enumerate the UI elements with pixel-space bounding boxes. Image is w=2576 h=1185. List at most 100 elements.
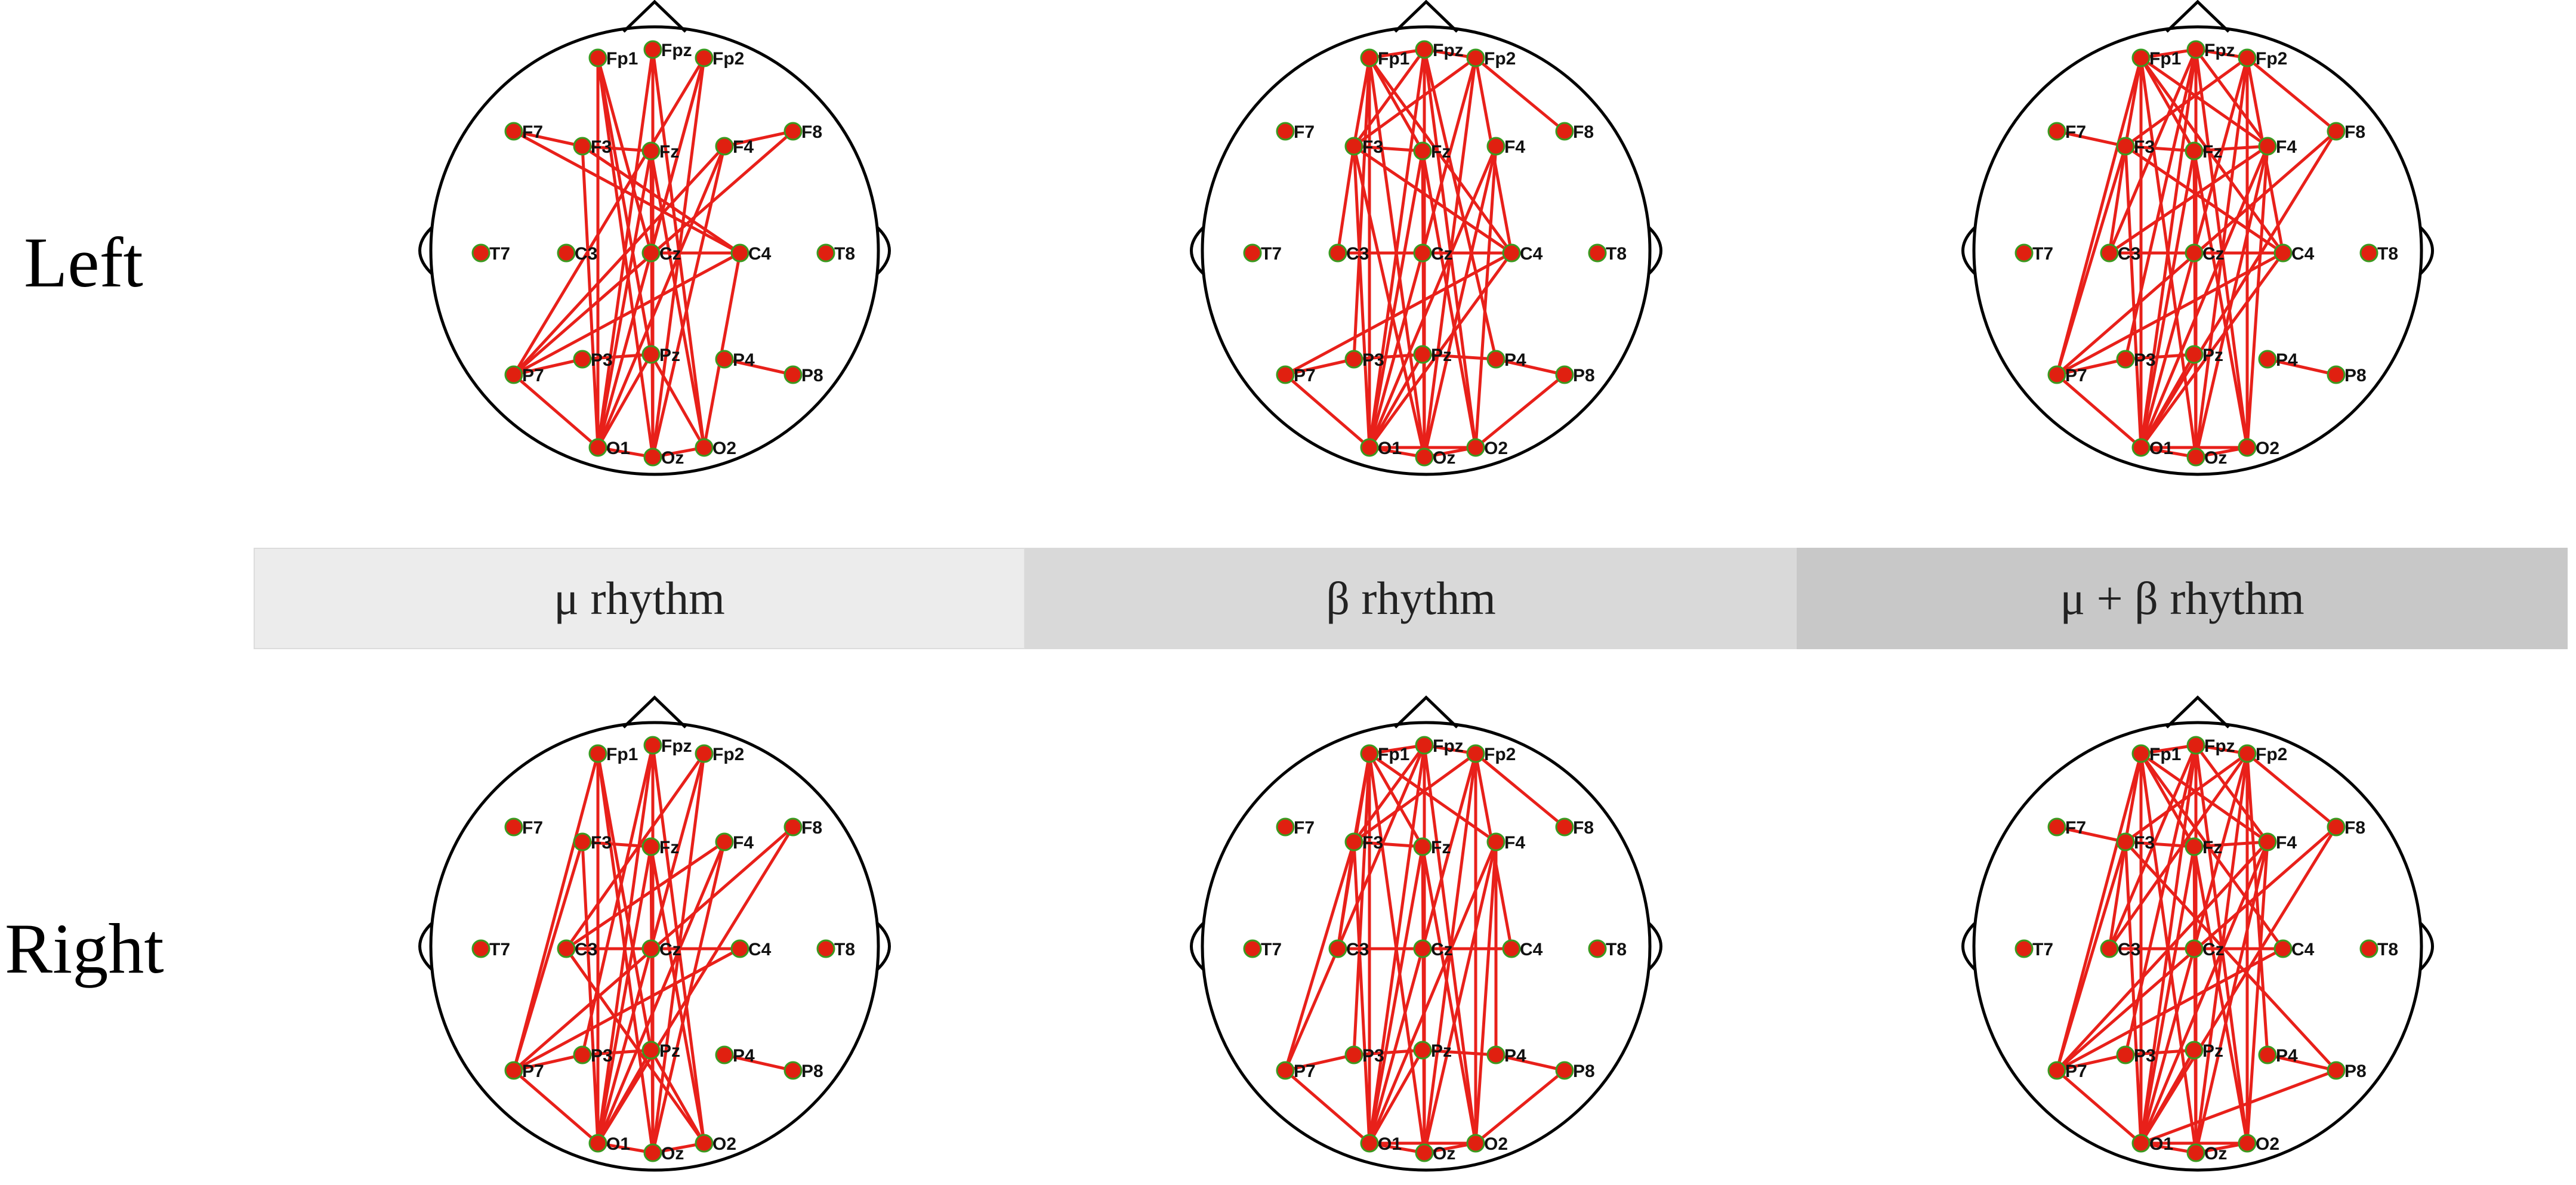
connection-F4-Oz bbox=[651, 144, 726, 459]
connection-F3-Fz bbox=[2124, 840, 2196, 848]
electrode-label-P8: P8 bbox=[2344, 366, 2367, 385]
electrode-F8 bbox=[1555, 817, 1574, 837]
connection-Fpz-P3 bbox=[581, 743, 655, 1057]
electrode-T8 bbox=[816, 243, 835, 263]
electrode-P3 bbox=[573, 1045, 592, 1064]
electrode-label-O2: O2 bbox=[1484, 1134, 1508, 1154]
electrode-Pz bbox=[2185, 345, 2204, 364]
connection-P7-P3 bbox=[512, 357, 584, 377]
connection-F3-O1 bbox=[1352, 144, 1371, 449]
electrode-label-F7: F7 bbox=[522, 818, 543, 838]
connection-C4-P7 bbox=[1284, 251, 1513, 377]
electrode-label-P3: P3 bbox=[1362, 350, 1384, 370]
electrode-F7 bbox=[1276, 122, 1295, 141]
electrode-T7 bbox=[471, 939, 490, 958]
electrode-O1 bbox=[1360, 438, 1379, 457]
electrode-label-T8: T8 bbox=[2377, 940, 2398, 959]
connection-Pz-O1 bbox=[596, 1048, 653, 1145]
nose-outline bbox=[2165, 0, 2230, 33]
electrode-label-Fp1: Fp1 bbox=[1378, 745, 1409, 764]
electrode-Fp2 bbox=[695, 48, 714, 67]
electrode-P7 bbox=[504, 1061, 523, 1080]
connection-Fpz-F3 bbox=[1352, 48, 1426, 148]
electrode-label-T7: T7 bbox=[489, 244, 510, 264]
electrode-F3 bbox=[2116, 137, 2135, 156]
connection-Fpz-F3 bbox=[1352, 743, 1426, 844]
electrode-label-P8: P8 bbox=[801, 366, 823, 385]
electrode-C4 bbox=[1502, 939, 1521, 958]
electrode-label-Cz: Cz bbox=[2202, 940, 2225, 959]
electrode-label-P7: P7 bbox=[2065, 1061, 2087, 1081]
connection-Fp1-P7 bbox=[2055, 56, 2143, 377]
connection-F4-C3 bbox=[564, 840, 726, 951]
electrode-label-F8: F8 bbox=[2344, 122, 2365, 142]
electrode-T7 bbox=[2014, 243, 2034, 263]
band-label-mu-rhythm: μ rhythm bbox=[254, 548, 1025, 649]
electrode-label-P4: P4 bbox=[733, 1046, 755, 1066]
electrode-C3 bbox=[1328, 243, 1347, 263]
connection-P3-Pz bbox=[2124, 1048, 2196, 1057]
electrode-label-Fz: Fz bbox=[1431, 142, 1451, 162]
connection-Fp2-C3 bbox=[2108, 752, 2249, 951]
connection-Fp1-Cz bbox=[596, 56, 653, 255]
connection-P4-P8 bbox=[1494, 1053, 1566, 1072]
connection-F4-O2 bbox=[2245, 840, 2269, 1145]
connection-C4-O1 bbox=[2139, 251, 2285, 449]
connection-Fp1-Fpz bbox=[1368, 48, 1426, 60]
electrode-F7 bbox=[2047, 817, 2066, 837]
electrode-label-P4: P4 bbox=[1504, 350, 1526, 370]
electrode-label-P3: P3 bbox=[2134, 350, 2156, 370]
electrode-P4 bbox=[2258, 1045, 2277, 1064]
electrode-label-F8: F8 bbox=[1573, 122, 1594, 142]
connection-Fp2-F3 bbox=[1352, 752, 1477, 844]
connection-Fz-O2 bbox=[649, 149, 706, 449]
electrode-label-Fz: Fz bbox=[2202, 838, 2222, 857]
connection-Fz-O1 bbox=[1368, 845, 1424, 1145]
electrode-Fp2 bbox=[695, 744, 714, 763]
electrode-label-C3: C3 bbox=[575, 244, 597, 264]
connection-Pz-O1 bbox=[1368, 353, 1424, 449]
nose-outline bbox=[1394, 0, 1458, 33]
row-label-left: Left bbox=[24, 223, 143, 302]
connection-F4-Oz bbox=[1423, 144, 1498, 459]
connection-F3-C3 bbox=[1336, 144, 1356, 255]
connection-P4-P8 bbox=[723, 1053, 795, 1072]
electrode-P3 bbox=[2116, 350, 2135, 369]
connection-Fz-F4 bbox=[2192, 840, 2269, 848]
electrode-label-T8: T8 bbox=[834, 940, 855, 959]
connection-P4-P8 bbox=[2266, 357, 2338, 377]
electrode-label-Cz: Cz bbox=[2202, 244, 2225, 264]
electrode-T7 bbox=[1243, 939, 1262, 958]
electrode-label-Fp2: Fp2 bbox=[2256, 49, 2287, 69]
electrode-label-O2: O2 bbox=[2256, 439, 2279, 458]
connection-C4-P7 bbox=[2055, 947, 2285, 1072]
electrode-label-Fp2: Fp2 bbox=[1484, 49, 1516, 69]
electrode-label-Fpz: Fpz bbox=[2204, 41, 2235, 60]
connection-F4-O2 bbox=[1474, 144, 1498, 449]
electrode-Pz bbox=[641, 1041, 661, 1060]
connection-O2-C3 bbox=[564, 947, 706, 1145]
connection-P8-O1 bbox=[2139, 1069, 2338, 1145]
connection-Fpz-O1 bbox=[596, 48, 655, 449]
electrode-label-Fz: Fz bbox=[2202, 142, 2222, 162]
connection-Fp2-P4 bbox=[2245, 752, 2269, 1057]
electrode-label-O2: O2 bbox=[1484, 439, 1508, 458]
electrode-Fpz bbox=[2186, 40, 2205, 59]
electrode-Fp1 bbox=[588, 744, 607, 763]
electrode-label-Pz: Pz bbox=[2202, 1041, 2223, 1061]
connection-P3-Pz bbox=[2124, 353, 2196, 361]
electrode-O2 bbox=[1466, 438, 1485, 457]
connection-F7-C4 bbox=[512, 129, 742, 255]
connection-P3-Pz bbox=[581, 353, 653, 361]
electrode-label-P4: P4 bbox=[2276, 350, 2298, 370]
connection-Fp2-F3 bbox=[2124, 752, 2249, 844]
connection-Pz-O1 bbox=[1368, 1048, 1424, 1145]
electrode-Fpz bbox=[643, 736, 662, 755]
electrode-label-C3: C3 bbox=[2118, 940, 2140, 959]
connection-F4-P7 bbox=[512, 144, 726, 377]
electrode-label-Oz: Oz bbox=[661, 1144, 684, 1164]
electrode-label-Fp2: Fp2 bbox=[2256, 745, 2287, 764]
connection-Fp1-P3 bbox=[1352, 56, 1371, 361]
